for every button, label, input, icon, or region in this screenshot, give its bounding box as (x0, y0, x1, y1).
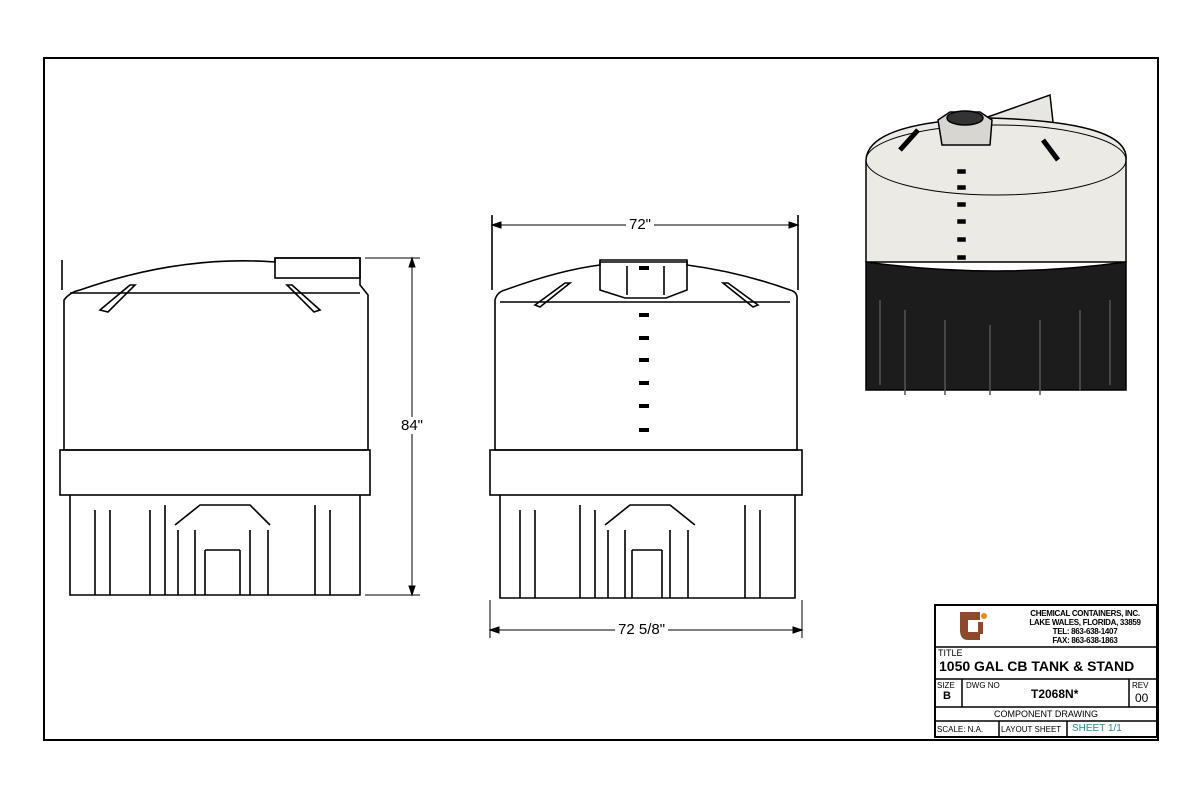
scale: SCALE: N.A. (937, 725, 984, 734)
title-block-grid (934, 604, 1158, 738)
side-view-tank (489, 215, 803, 599)
drawing-type: COMPONENT DRAWING (993, 709, 1098, 719)
front-view-tank (59, 257, 371, 596)
company-logo (960, 612, 987, 640)
title-block: CHEMICAL CONTAINERS, INC. LAKE WALES, FL… (935, 605, 1157, 737)
drawing-title: 1050 GAL CB TANK & STAND (939, 658, 1135, 674)
size-label: SIZE (937, 681, 955, 690)
size-value: B (943, 690, 951, 702)
title-label: TITLE (938, 648, 963, 658)
dwg-no-value: T2068N* (1031, 687, 1079, 701)
company-address: LAKE WALES, FLORIDA, 33859 (1029, 618, 1141, 627)
company-name: CHEMICAL CONTAINERS, INC. (1030, 609, 1140, 618)
layout-sheet: LAYOUT SHEET (1001, 725, 1062, 734)
gauge-markings (639, 266, 649, 432)
top-width-dimension-label: 72" (626, 216, 655, 233)
rev-value: 00 (1135, 691, 1149, 705)
isometric-tank (865, 93, 1127, 395)
sheet-border (43, 57, 1159, 741)
company-info: CHEMICAL CONTAINERS, INC. LAKE WALES, FL… (1015, 609, 1155, 645)
height-dimension-label: 84" (398, 417, 427, 434)
dwg-no-label: DWG NO (966, 681, 1000, 690)
sheet-number: SHEET 1/1 (1072, 723, 1122, 734)
company-tel: TEL: 863-638-1407 (1052, 627, 1118, 636)
company-fax: FAX: 863-638-1863 (1052, 636, 1118, 645)
rev-label: REV (1132, 681, 1149, 690)
bottom-width-dimension-label: 72 5/8" (615, 621, 669, 638)
